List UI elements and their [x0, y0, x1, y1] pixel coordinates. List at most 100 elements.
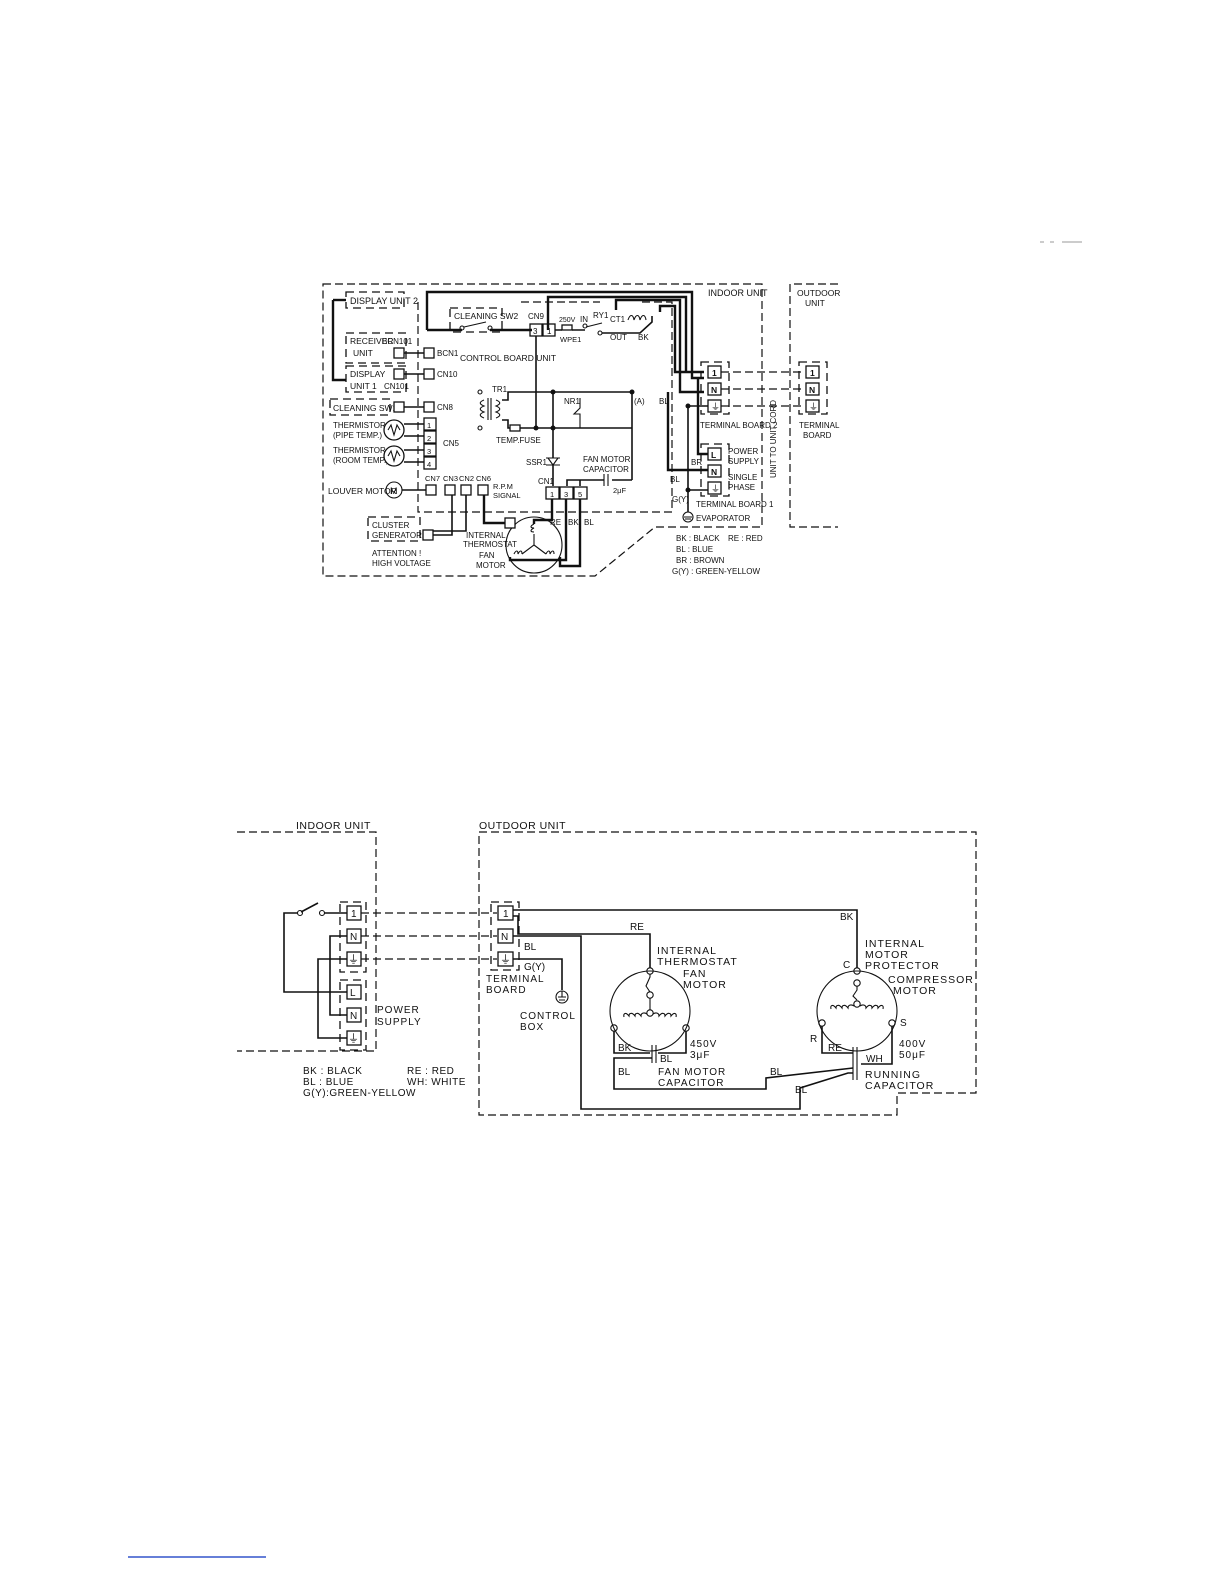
svg-text:SUPPLY: SUPPLY: [377, 1017, 422, 1028]
svg-text:(PIPE TEMP.): (PIPE TEMP.): [333, 431, 382, 440]
svg-text:UNIT 1: UNIT 1: [350, 381, 377, 391]
svg-text:MOTOR: MOTOR: [893, 985, 937, 997]
louver-motor-label: LOUVER MOTOR: [328, 486, 397, 496]
running-capacitor-label: RUNNING: [865, 1069, 921, 1081]
outdoor-terminal-board-b: [490, 901, 520, 971]
svg-text:N: N: [711, 385, 717, 395]
svg-text:5: 5: [578, 490, 582, 499]
single-phase-label: SINGLE: [728, 473, 757, 482]
power-supply-label-b: POWER: [377, 1005, 420, 1016]
svg-text:N: N: [350, 932, 357, 943]
svg-text:4: 4: [427, 460, 431, 469]
svg-text:BL : BLUE: BL : BLUE: [303, 1077, 354, 1088]
wpe1-label: WPE1: [560, 335, 581, 344]
svg-text:1: 1: [547, 327, 552, 336]
svg-text:BR: BR: [691, 458, 702, 467]
svg-text:⏚: ⏚: [348, 1032, 359, 1045]
wire-1: [425, 290, 704, 380]
svg-text:50μF: 50μF: [899, 1050, 926, 1061]
svg-text:1: 1: [810, 368, 815, 378]
svg-text:PHASE: PHASE: [728, 483, 755, 492]
terminal-board-label-b: TERMINAL: [486, 974, 545, 985]
svg-text:RE: RE: [828, 1043, 842, 1054]
cluster-generator-label: CLUSTER: [372, 521, 410, 530]
svg-text:OUT: OUT: [610, 333, 627, 342]
svg-text:BCN101: BCN101: [382, 337, 413, 346]
svg-text:C: C: [843, 960, 850, 971]
indoor-unit-label: INDOOR UNIT: [708, 288, 768, 298]
indoor-unit-boundary-b: [237, 831, 377, 1052]
display-unit-2-label: DISPLAY UNIT 2: [350, 296, 418, 306]
svg-text:BR : BROWN: BR : BROWN: [676, 556, 725, 565]
fuse-rating: 250V: [559, 317, 576, 324]
fan-motor-capacitor-label: FAN MOTOR: [583, 455, 631, 464]
svg-text:BK : BLACK: BK : BLACK: [303, 1066, 362, 1077]
temp-fuse-label: TEMP.FUSE: [496, 436, 541, 445]
svg-text:400V: 400V: [899, 1039, 926, 1050]
svg-text:G(Y): G(Y): [524, 962, 545, 973]
svg-text:HIGH VOLTAGE: HIGH VOLTAGE: [372, 559, 431, 568]
transformer-coil: [479, 399, 486, 419]
fan-motor-label-b: FAN: [683, 968, 706, 980]
fan-capacitor-2uf: [603, 474, 609, 486]
internal-thermostat-label: INTERNAL: [466, 531, 506, 540]
svg-text:BL: BL: [795, 1085, 808, 1096]
svg-text:MOTOR: MOTOR: [683, 979, 727, 991]
cleaning-sw1-box: [329, 398, 391, 416]
cleaning-sw2-box: [449, 307, 503, 333]
svg-text:S: S: [900, 1018, 907, 1029]
display-link-wire: [331, 300, 346, 382]
svg-text:3: 3: [533, 327, 538, 336]
svg-text:3: 3: [427, 447, 431, 456]
svg-text:BK: BK: [618, 1043, 632, 1054]
control-box-label: CONTROL: [520, 1011, 576, 1022]
internal-motor-protector-label: INTERNAL: [865, 938, 925, 950]
svg-text:R: R: [810, 1034, 817, 1045]
svg-text:CN101: CN101: [384, 382, 409, 391]
evaporator-label: EVAPORATOR: [696, 514, 750, 523]
indoor-legend: BK : BLACK BL : BLUE BR : BROWN G(Y) : G…: [672, 534, 763, 576]
terminal-board-2-label: TERMINAL BOARD 2: [700, 421, 778, 430]
cn5-connector: 1 2 3 4: [423, 417, 437, 470]
terminal-board-1-label: TERMINAL BOARD 1: [696, 500, 774, 509]
svg-text:N: N: [350, 1011, 357, 1022]
svg-text:IN: IN: [580, 315, 588, 324]
ssr1-label: SSR1: [526, 458, 547, 467]
svg-text:(A): (A): [634, 397, 645, 406]
svg-text:2μF: 2μF: [613, 486, 626, 495]
receiver-unit-box: [345, 332, 407, 364]
ct1-coil: [627, 314, 647, 321]
fuse-wpe1: [561, 324, 573, 331]
ct1-label: CT1: [610, 315, 626, 324]
fan-motor-capacitor-label: FAN MOTOR: [658, 1067, 726, 1078]
transformer-tr1-label: TR1: [492, 385, 508, 394]
svg-text:CAPACITOR: CAPACITOR: [865, 1080, 934, 1092]
thermistor-room-icon: [383, 445, 405, 467]
svg-text:3: 3: [564, 490, 568, 499]
unit-to-unit-cord: [721, 371, 803, 407]
svg-text:THERMOSTAT: THERMOSTAT: [463, 540, 517, 549]
cluster-generator-box: [367, 516, 421, 542]
svg-text:BK: BK: [638, 333, 649, 342]
svg-text:CAPACITOR: CAPACITOR: [658, 1078, 724, 1089]
running-capacitor: [852, 1047, 858, 1080]
svg-text:1: 1: [712, 368, 717, 378]
compressor-motor-label: COMPRESSOR: [888, 974, 974, 986]
thermistor-pipe-icon: [383, 419, 405, 441]
svg-text:⏚: ⏚: [711, 484, 720, 494]
svg-text:MOTOR: MOTOR: [476, 561, 506, 570]
svg-text:BOARD: BOARD: [486, 985, 527, 996]
outdoor-unit-label-2: UNIT: [805, 298, 825, 308]
svg-text:WH: WHITE: WH: WHITE: [407, 1077, 466, 1088]
svg-text:G(Y): G(Y): [672, 495, 689, 504]
svg-text:1: 1: [503, 909, 509, 920]
svg-text:N: N: [501, 932, 508, 943]
unit-to-unit-cord-label: UNIT TO UNIT CORD: [769, 400, 778, 478]
internal-thermostat-label-b: INTERNAL: [657, 945, 717, 957]
svg-text:BL : BLUE: BL : BLUE: [676, 545, 713, 554]
svg-text:2: 2: [427, 434, 431, 443]
svg-text:L: L: [350, 988, 356, 999]
svg-text:GENERATOR: GENERATOR: [372, 531, 422, 540]
svg-text:3μF: 3μF: [690, 1050, 710, 1061]
indoor-unit-boundary: [322, 283, 763, 577]
